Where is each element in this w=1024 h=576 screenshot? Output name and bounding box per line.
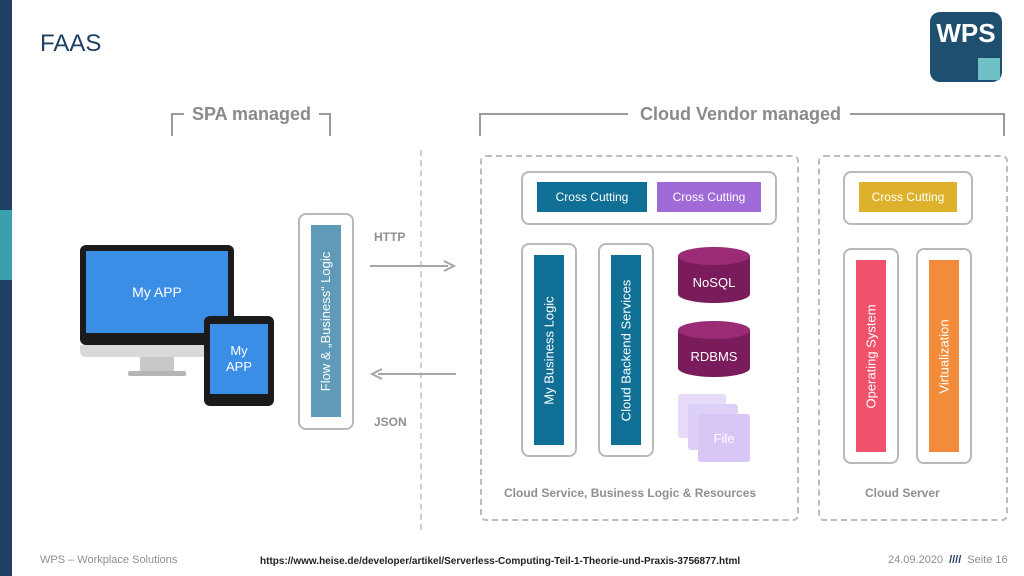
wps-logo: WPS <box>930 12 1002 82</box>
os-bar: Operating System <box>856 260 886 452</box>
business-logic-frame: My Business Logic <box>521 243 577 457</box>
cloud-server-caption: Cloud Server <box>865 486 940 500</box>
virtualization-bar: Virtualization <box>929 260 959 452</box>
nosql-label: NoSQL <box>692 275 736 290</box>
monitor-stand <box>140 357 174 371</box>
backend-services-frame: Cloud Backend Services <box>598 243 654 457</box>
virtualization-label: Virtualization <box>936 318 952 394</box>
server-cross-cutting-frame: Cross Cutting <box>843 171 973 225</box>
tablet-screen: My APP <box>210 324 268 394</box>
json-arrow <box>369 368 456 380</box>
tablet-app-line2: APP <box>225 359 252 374</box>
os-frame: Operating System <box>843 248 899 464</box>
cloud-service-caption: Cloud Service, Business Logic & Resource… <box>504 486 757 500</box>
nosql-cylinder-icon <box>678 247 750 303</box>
cloud-vendor-label: Cloud Vendor managed <box>632 104 850 125</box>
http-arrow <box>370 260 457 272</box>
logo-text: WPS <box>936 18 996 48</box>
footer-page: Seite 16 <box>967 554 1008 566</box>
footer-date: 24.09.2020 <box>888 554 944 566</box>
business-logic-label: My Business Logic <box>541 295 557 405</box>
cross-cutting-3: Cross Cutting <box>859 182 957 212</box>
flow-logic-bar: Flow & „Business“ Logic <box>311 225 341 417</box>
cross-cutting-2: Cross Cutting <box>657 182 761 212</box>
cross-cutting-frame: Cross Cutting Cross Cutting <box>521 171 777 225</box>
backend-services-bar: Cloud Backend Services <box>611 255 641 445</box>
flow-logic-label: Flow & „Business“ Logic <box>318 251 334 391</box>
http-label: HTTP <box>374 230 406 244</box>
flow-logic-frame: Flow & „Business“ Logic <box>298 213 354 430</box>
footer-company: WPS – Workplace Solutions <box>40 554 178 566</box>
monitor-base <box>128 371 186 376</box>
tablet: My APP <box>204 316 274 406</box>
monitor-chin <box>80 345 234 357</box>
left-accent-bar <box>0 210 12 280</box>
cross-cutting-1: Cross Cutting <box>537 182 647 212</box>
slide-title: FAAS <box>40 30 102 57</box>
os-label: Operating System <box>863 303 879 409</box>
spa-bracket <box>171 113 331 136</box>
virtualization-frame: Virtualization <box>916 248 972 464</box>
spa-managed-label: SPA managed <box>184 104 320 125</box>
rdbms-cylinder-icon <box>678 321 750 377</box>
rdbms-label: RDBMS <box>690 349 738 364</box>
cloud-bracket <box>479 113 1005 136</box>
backend-services-label: Cloud Backend Services <box>618 279 634 421</box>
cloud-service-box <box>480 155 799 521</box>
footer-separator: //// <box>949 554 962 566</box>
json-label: JSON <box>374 415 407 429</box>
file-icon: File <box>698 414 750 462</box>
business-logic-bar: My Business Logic <box>534 255 564 445</box>
logo-square <box>978 58 1000 80</box>
cloud-server-box <box>818 155 1008 521</box>
left-brand-bar <box>0 0 12 576</box>
footer-source-link[interactable]: https://www.heise.de/developer/artikel/S… <box>260 556 741 567</box>
footer-meta: 24.09.2020 //// Seite 16 <box>888 554 1008 566</box>
spa-cloud-divider <box>420 150 422 530</box>
tablet-app-line1: My <box>230 343 248 358</box>
